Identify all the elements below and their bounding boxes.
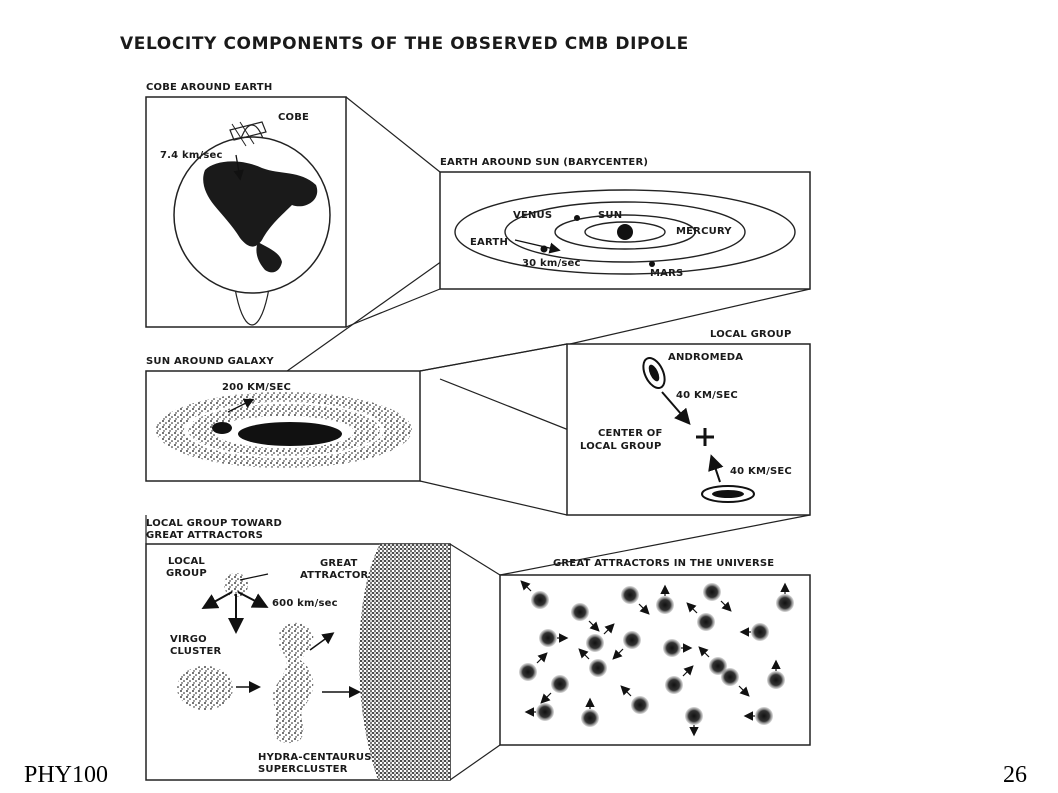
galaxy-cluster — [531, 591, 549, 609]
galaxy-cluster — [697, 613, 715, 631]
galaxy-panel-caption: SUN AROUND GALAXY — [146, 356, 274, 367]
cluster-motion-arrow — [588, 620, 600, 632]
sun-panel-caption: EARTH AROUND SUN (BARYCENTER) — [440, 157, 649, 168]
galaxy-cluster — [623, 631, 641, 649]
milky-way-speed-label: 40 KM/SEC — [730, 466, 792, 477]
galaxy-cluster — [551, 675, 569, 693]
venus-label: VENUS — [513, 210, 553, 221]
cluster-motion-arrow — [638, 603, 650, 615]
galaxy-cluster — [767, 671, 785, 689]
cluster-motion-arrow — [720, 600, 732, 612]
attractor-speed-label: 600 km/sec — [272, 598, 338, 609]
galaxy-cluster — [703, 583, 721, 601]
mercury-label: MERCURY — [676, 226, 732, 237]
galaxy-cluster — [571, 603, 589, 621]
hydra-label-line1: HYDRA-CENTAURUS — [258, 752, 372, 763]
virgo-label-line2: CLUSTER — [170, 646, 222, 657]
earth-label: EARTH — [470, 237, 509, 248]
local-group-label-line1: LOCAL — [168, 556, 205, 567]
local-group-label-line2: GROUP — [166, 568, 207, 579]
footer-course-label: PHY100 — [24, 762, 109, 788]
slide-title: VELOCITY COMPONENTS OF THE OBSERVED CMB … — [120, 34, 689, 54]
cluster-motion-arrow — [682, 665, 694, 677]
cluster-motion-arrow — [698, 646, 710, 658]
galaxy-cluster — [663, 639, 681, 657]
galaxy-cluster — [656, 596, 674, 614]
cluster-motion-arrow — [603, 623, 615, 635]
cobe-panel-caption: COBE AROUND EARTH — [146, 82, 273, 93]
cluster-motion-arrow — [738, 685, 750, 697]
galaxy-cluster — [536, 703, 554, 721]
cobe-satellite-label: COBE — [278, 112, 310, 123]
earth-speed-label: 30 km/sec — [522, 258, 581, 269]
galaxy-cluster — [631, 696, 649, 714]
cobe-speed-label: 7.4 km/sec — [160, 150, 223, 161]
galaxy-cluster — [581, 709, 599, 727]
sun-label: SUN — [598, 210, 623, 221]
galaxy-cluster — [519, 663, 537, 681]
cluster-motion-arrow — [612, 648, 624, 660]
great-attractor-label-line1: GREAT — [320, 558, 358, 569]
galaxy-cluster — [709, 657, 727, 675]
galaxy-cluster — [665, 676, 683, 694]
hydra-label-line2: SUPERCLUSTER — [258, 764, 348, 775]
galaxy-cluster — [685, 707, 703, 725]
cluster-motion-arrow — [578, 648, 590, 660]
local-group-drawing — [566, 343, 811, 516]
andromeda-label: ANDROMEDA — [668, 352, 744, 363]
galaxy-cluster — [621, 586, 639, 604]
cluster-motion-arrow — [686, 602, 698, 614]
attractor-caption-line2: GREAT ATTRACTORS — [146, 530, 264, 541]
great-attractor-label-line2: ATTRACTOR — [300, 570, 369, 581]
galaxy-drawing — [145, 370, 421, 482]
center-label-line1: CENTER OF — [598, 428, 663, 439]
universe-panel-caption: GREAT ATTRACTORS IN THE UNIVERSE — [553, 558, 775, 569]
attractor-caption-line1: LOCAL GROUP TOWARD — [146, 518, 283, 529]
solar-system-drawing — [439, 171, 811, 290]
galaxy-cluster — [776, 594, 794, 612]
galaxy-cluster — [589, 659, 607, 677]
galaxy-cluster — [586, 634, 604, 652]
andromeda-speed-label: 40 KM/SEC — [676, 390, 738, 401]
great-attractor-drawing — [145, 543, 451, 781]
galaxy-cluster — [751, 623, 769, 641]
center-label-line2: LOCAL GROUP — [580, 441, 662, 452]
cobe-earth-drawing — [145, 96, 347, 328]
page-number: 26 — [1003, 762, 1027, 788]
local-group-panel-caption: LOCAL GROUP — [710, 329, 792, 340]
cluster-motion-arrow — [620, 685, 632, 697]
galaxy-speed-label: 200 KM/SEC — [222, 382, 292, 393]
cluster-motion-arrow — [536, 652, 548, 664]
mars-label: MARS — [650, 268, 684, 279]
galaxy-cluster — [755, 707, 773, 725]
galaxy-cluster — [539, 629, 557, 647]
virgo-label-line1: VIRGO — [170, 634, 207, 645]
cluster-motion-arrow — [520, 580, 532, 592]
universe-drawing — [499, 574, 811, 746]
galaxy-cluster — [721, 668, 739, 686]
cluster-motion-arrow — [540, 692, 552, 704]
